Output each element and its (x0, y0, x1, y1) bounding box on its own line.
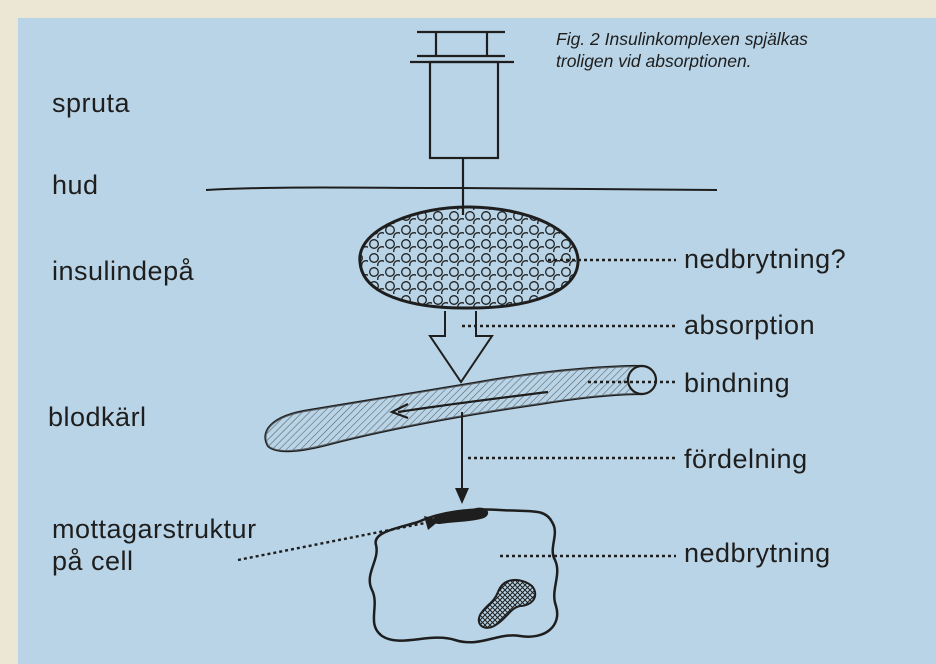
figure-caption: Fig. 2 Insulinkomplexen spjälkas trolige… (556, 28, 808, 72)
label-degradation: nedbrytning (684, 538, 831, 569)
label-blood-vessel: blodkärl (48, 402, 147, 433)
label-degradation-question: nedbrytning? (684, 244, 846, 275)
label-binding: bindning (684, 368, 790, 399)
caption-line-1: Fig. 2 Insulinkomplexen spjälkas (556, 28, 808, 50)
label-receptor-line-2: på cell (52, 546, 134, 576)
insulin-depot (360, 207, 578, 308)
label-absorption: absorption (684, 310, 815, 341)
label-receptor-line-1: mottagarstruktur (52, 514, 257, 544)
label-skin: hud (52, 170, 99, 201)
label-insulin-depot: insulindepå (52, 256, 194, 287)
label-syringe: spruta (52, 88, 130, 119)
caption-line-2: troligen vid absorptionen. (556, 50, 808, 72)
label-distribution: fördelning (684, 444, 808, 475)
